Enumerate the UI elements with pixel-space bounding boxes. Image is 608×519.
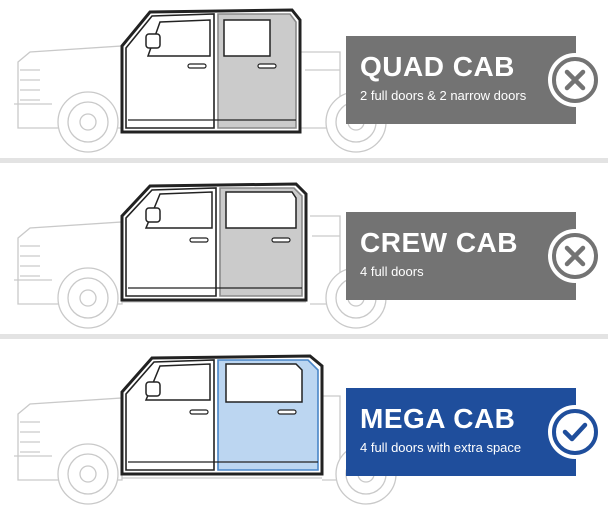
- check-icon: [548, 405, 602, 459]
- truck-illustration: [14, 182, 387, 329]
- mega-cab-subtitle: 4 full doors with extra space: [360, 440, 522, 455]
- x-icon: [548, 53, 602, 107]
- x-icon: [548, 229, 602, 283]
- truck-illustration: [14, 8, 387, 153]
- cab-option-quad: QUAD CAB 2 full doors & 2 narrow doors: [0, 0, 608, 160]
- divider: [0, 158, 608, 163]
- quad-cab-title: QUAD CAB: [360, 51, 515, 82]
- quad-cab-label-box: QUAD CAB 2 full doors & 2 narrow doors: [346, 36, 576, 124]
- quad-cab-subtitle: 2 full doors & 2 narrow doors: [360, 88, 527, 103]
- mega-cab-title: MEGA CAB: [360, 403, 516, 434]
- divider: [0, 334, 608, 339]
- cab-option-mega: MEGA CAB 4 full doors with extra space: [0, 352, 608, 512]
- mega-cab-label-box: MEGA CAB 4 full doors with extra space: [346, 388, 576, 476]
- crew-cab-subtitle: 4 full doors: [360, 264, 424, 279]
- cab-option-crew: CREW CAB 4 full doors: [0, 176, 608, 336]
- crew-cab-title: CREW CAB: [360, 227, 518, 258]
- crew-cab-label-box: CREW CAB 4 full doors: [346, 212, 576, 300]
